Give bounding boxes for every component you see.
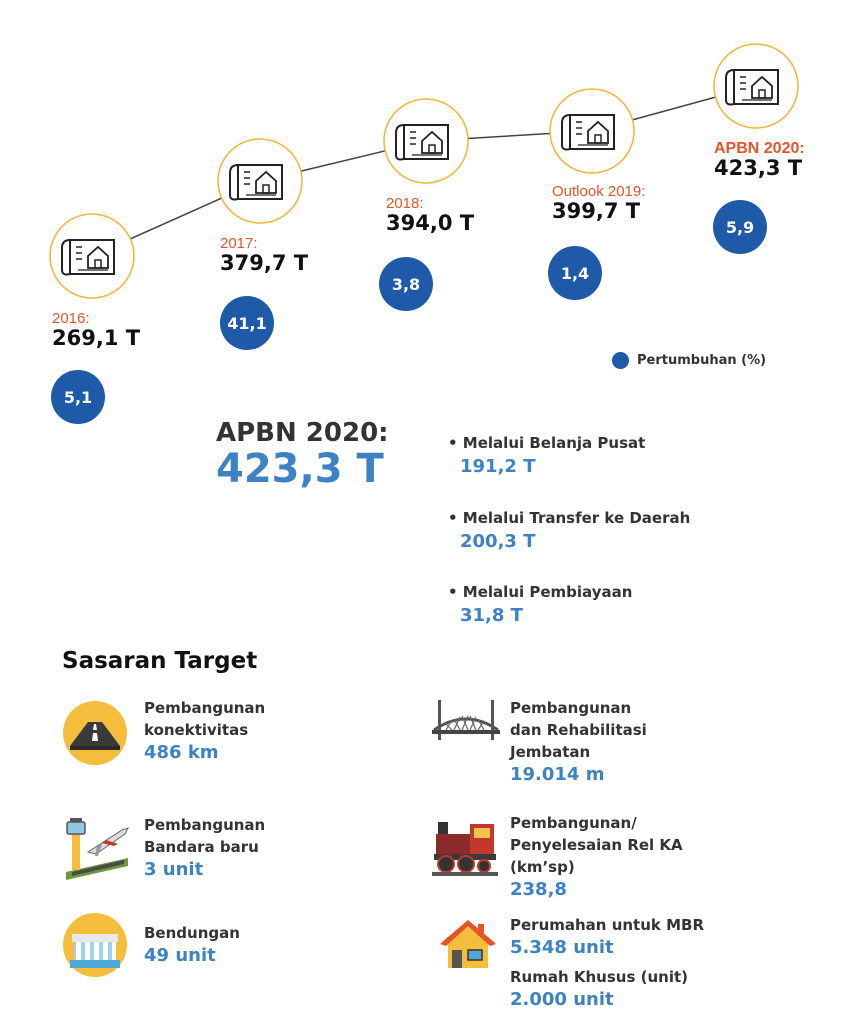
year-label: 2018: <box>386 195 424 212</box>
target-value: 238,8 <box>510 879 567 900</box>
dam-icon <box>63 913 127 977</box>
year-label: APBN 2020: <box>714 140 805 157</box>
breakdown-value: 191,2 T <box>460 456 536 477</box>
target-heading: Sasaran Target <box>62 648 258 674</box>
breakdown-value: 31,8 T <box>460 605 523 626</box>
breakdown-item: • Melalui Pembiayaan 31,8 T <box>448 583 632 626</box>
target-item-airport: Pembangunan Bandara baru 3 unit <box>144 814 265 881</box>
year-value: 399,7 T <box>552 199 641 223</box>
blueprint-house-icon <box>49 213 135 299</box>
target-label: Jembatan <box>510 743 591 761</box>
summary-value: 423,3 T <box>216 446 384 492</box>
target-label: dan Rehabilitasi <box>510 721 647 739</box>
growth-circle <box>379 257 433 311</box>
legend-label: Pertumbuhan (%) <box>637 353 767 368</box>
target-label: Pembangunan <box>510 699 632 717</box>
target-label: (km’sp) <box>510 858 575 876</box>
target-value: 19.014 m <box>510 764 605 785</box>
target-value: 49 unit <box>144 945 216 966</box>
breakdown-label: • Melalui Belanja Pusat <box>448 434 646 452</box>
year-value: 423,3 T <box>714 156 803 180</box>
house-icon <box>440 920 496 968</box>
year-label: 2016: <box>52 310 90 327</box>
year-label: 2017: <box>220 235 258 252</box>
breakdown-item: • Melalui Belanja Pusat 191,2 T <box>448 434 645 477</box>
blueprint-house-icon <box>383 98 469 184</box>
year-value: 269,1 T <box>52 326 141 350</box>
target-label: Rumah Khusus (unit) <box>510 968 689 986</box>
target-item-road: Pembangunan konektivitas 486 km <box>144 697 265 764</box>
target-item-dam: Bendungan 49 unit <box>144 922 240 967</box>
target-label: Bandara baru <box>144 838 259 856</box>
target-value: 5.348 unit <box>510 937 614 958</box>
growth-label: 5,9 <box>726 218 754 237</box>
target-value: 486 km <box>144 742 219 763</box>
target-item-rail: Pembangunan/ Penyelesaian Rel KA (km’sp)… <box>510 812 683 901</box>
target-item-bridge: Pembangunan dan Rehabilitasi Jembatan 19… <box>510 697 647 786</box>
target-label: konektivitas <box>144 721 249 739</box>
year-value: 379,7 T <box>220 251 309 275</box>
target-label: Penyelesaian Rel KA <box>510 836 683 854</box>
year-value: 394,0 T <box>386 211 475 235</box>
breakdown-label: • Melalui Transfer ke Daerah <box>448 509 691 527</box>
blueprint-house-icon <box>217 138 303 224</box>
airport-icon <box>66 818 129 880</box>
budget-trend-chart: 5,1 41,1 3,8 1,4 5,9 <box>49 43 799 424</box>
breakdown-value: 200,3 T <box>460 531 536 552</box>
target-label: Pembangunan/ <box>510 814 637 832</box>
blueprint-house-icon <box>713 43 799 129</box>
year-label: Outlook 2019: <box>552 183 646 200</box>
blueprint-house-icon <box>549 88 635 174</box>
target-label: Pembangunan <box>144 816 266 834</box>
bridge-icon <box>432 700 500 740</box>
target-value: 2.000 unit <box>510 989 614 1010</box>
target-item-special-housing: Rumah Khusus (unit) 2.000 unit <box>510 966 688 1011</box>
growth-circle <box>548 246 602 300</box>
train-icon <box>432 822 498 876</box>
target-item-housing: Perumahan untuk MBR 5.348 unit <box>510 914 704 959</box>
growth-circle <box>713 200 767 254</box>
breakdown-item: • Melalui Transfer ke Daerah 200,3 T <box>448 509 690 552</box>
target-label: Bendungan <box>144 924 240 942</box>
road-icon <box>63 701 127 765</box>
target-label: Pembangunan <box>144 699 266 717</box>
growth-label: 5,1 <box>64 388 92 407</box>
breakdown-label: • Melalui Pembiayaan <box>448 583 633 601</box>
legend-swatch <box>612 352 629 369</box>
target-value: 3 unit <box>144 859 204 880</box>
summary-title: APBN 2020: <box>216 418 389 448</box>
target-label: Perumahan untuk MBR <box>510 916 705 934</box>
growth-label: 1,4 <box>561 264 589 283</box>
chart-legend: Pertumbuhan (%) <box>612 352 766 369</box>
growth-circle <box>51 370 105 424</box>
growth-label: 3,8 <box>392 275 420 294</box>
growth-label: 41,1 <box>227 314 266 333</box>
growth-circle <box>220 296 274 350</box>
